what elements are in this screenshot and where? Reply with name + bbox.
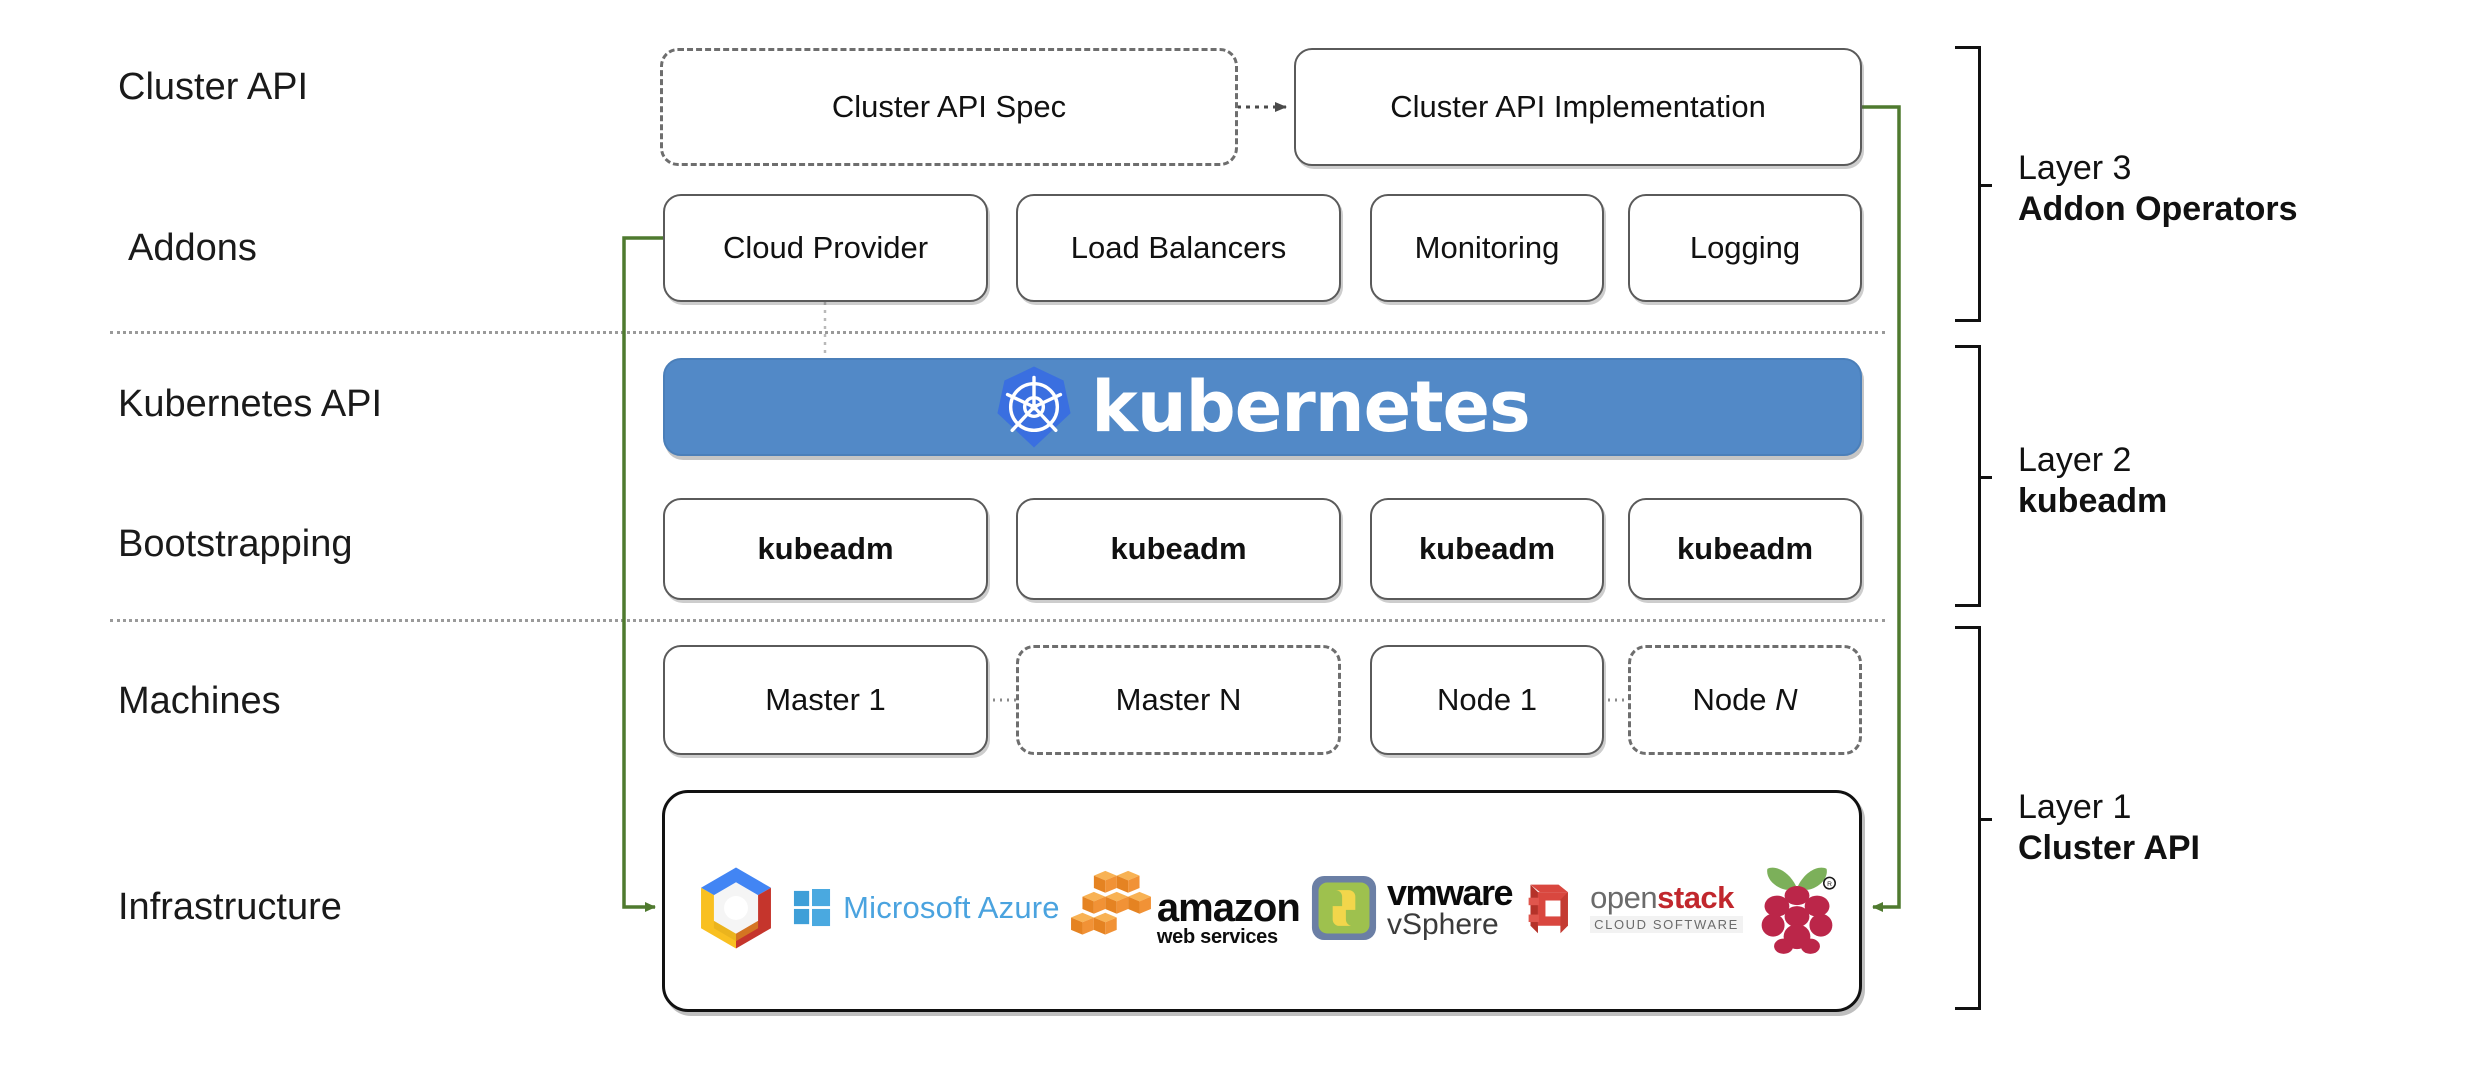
addon-label-logging: Logging	[1689, 230, 1801, 265]
openstack-label-open: open	[1590, 880, 1658, 916]
openstack-label-stack: stack	[1657, 880, 1734, 916]
brace-nub-layer-2	[1978, 476, 1992, 479]
bootstrap-box-3[interactable]: kubeadm	[1370, 498, 1604, 600]
vmware-vsphere-icon	[1311, 875, 1376, 941]
bootstrap-label-4: kubeadm	[1676, 531, 1814, 566]
raspberry-pi-icon: R	[1761, 867, 1836, 954]
brace-layer-2	[1955, 345, 1992, 607]
openstack-logo: openstack CLOUD SOFTWARE	[1523, 877, 1743, 939]
layer-3-line1: Layer 3	[2018, 149, 2132, 187]
brace-nub-layer-3	[1978, 184, 1992, 187]
bootstrap-box-4[interactable]: kubeadm	[1628, 498, 1862, 600]
row-label-addons: Addons	[128, 227, 257, 269]
microsoft-windows-icon	[794, 889, 831, 927]
cluster-api-implementation-box[interactable]: Cluster API Implementation	[1294, 48, 1862, 166]
addon-box-monitoring[interactable]: Monitoring	[1370, 194, 1604, 302]
layer-label-3: Layer 3 Addon Operators	[2018, 148, 2298, 231]
addon-label-cloud-provider: Cloud Provider	[722, 230, 929, 265]
machine-label-master-1: Master 1	[765, 682, 886, 717]
layer-2-line2: kubeadm	[2018, 482, 2168, 521]
aws-label-bottom: web services	[1156, 926, 1278, 948]
vmware-label-top: vmware	[1386, 871, 1514, 913]
google-cloud-hexagon-icon	[701, 867, 771, 949]
aws-logo: amazon web services	[1070, 869, 1301, 948]
row-label-machines: Machines	[118, 680, 281, 722]
machine-box-node-n[interactable]: Node N	[1628, 645, 1862, 755]
kubernetes-wordmark: kubernetes	[1091, 366, 1530, 448]
row-label-infrastructure: Infrastructure	[118, 886, 342, 928]
addon-box-logging[interactable]: Logging	[1628, 194, 1862, 302]
infrastructure-box[interactable]	[662, 790, 1862, 1012]
addon-label-load-balancers: Load Balancers	[1070, 230, 1287, 265]
bootstrap-box-1[interactable]: kubeadm	[663, 498, 988, 600]
cluster-api-spec-label: Cluster API Spec	[831, 89, 1067, 124]
aws-label-top: amazon	[1156, 886, 1301, 930]
brace-nub-layer-1	[1978, 818, 1992, 821]
vmware-logo: vmware vSphere	[1311, 871, 1514, 942]
layer-label-1: Layer 1 Cluster API	[2018, 787, 2200, 870]
brace-layer-3	[1955, 46, 1992, 322]
bootstrap-label-3: kubeadm	[1418, 531, 1556, 566]
layer-separator-upper	[110, 331, 1885, 334]
layer-label-2: Layer 2 kubeadm	[2018, 440, 2167, 523]
cluster-api-implementation-label: Cluster API Implementation	[1390, 89, 1766, 124]
row-label-kubernetes-api: Kubernetes API	[118, 383, 383, 425]
bootstrap-label-2: kubeadm	[1110, 531, 1247, 566]
machine-box-master-n[interactable]: Master N	[1016, 645, 1341, 755]
machine-box-master-1[interactable]: Master 1	[663, 645, 988, 755]
vmware-label-bottom: vSphere	[1386, 908, 1499, 942]
bootstrap-box-2[interactable]: kubeadm	[1016, 498, 1341, 600]
openstack-icon	[1528, 884, 1569, 934]
addon-box-cloud-provider[interactable]: Cloud Provider	[663, 194, 988, 302]
machine-label-node-n: Node N	[1692, 682, 1798, 717]
kubernetes-helm-wheel-icon	[997, 366, 1071, 448]
layer-separator-lower	[110, 619, 1885, 622]
addon-box-load-balancers[interactable]: Load Balancers	[1016, 194, 1341, 302]
aws-boxes-icon	[1070, 870, 1151, 935]
bootstrap-label-1: kubeadm	[757, 531, 894, 566]
azure-label: Microsoft Azure	[843, 890, 1060, 925]
layer-1-line1: Layer 1	[2018, 788, 2132, 826]
openstack-label-top: openstack	[1590, 880, 1734, 916]
row-label-bootstrapping: Bootstrapping	[118, 523, 353, 565]
infrastructure-provider-logos: Microsoft Azure amazon web services	[690, 862, 1840, 954]
gcp-logo	[690, 862, 782, 954]
layer-2-line1: Layer 2	[2018, 441, 2132, 479]
layer-3-line2: Addon Operators	[2018, 190, 2298, 229]
row-label-cluster-api: Cluster API	[118, 66, 309, 108]
machine-label-node-n-italic: N	[1775, 682, 1798, 717]
machine-box-node-1[interactable]: Node 1	[1370, 645, 1604, 755]
machine-label-node-1: Node 1	[1437, 682, 1537, 717]
raspberry-pi-logo: R	[1754, 861, 1840, 955]
machine-label-master-n: Master N	[1115, 682, 1242, 717]
azure-logo: Microsoft Azure	[793, 889, 1060, 927]
cluster-api-spec-box[interactable]: Cluster API Spec	[660, 48, 1238, 166]
kubernetes-banner: kubernetes	[663, 358, 1862, 456]
addon-label-monitoring: Monitoring	[1414, 230, 1560, 265]
layer-1-line2: Cluster API	[2018, 829, 2201, 868]
openstack-label-bottom: CLOUD SOFTWARE	[1590, 915, 1743, 933]
svg-text:R: R	[1827, 881, 1832, 888]
brace-layer-1	[1955, 626, 1992, 1010]
